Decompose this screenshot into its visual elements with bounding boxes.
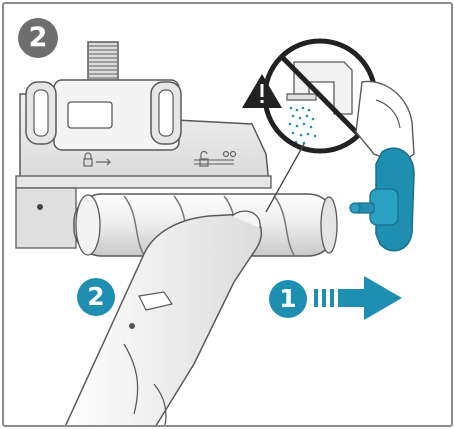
unlock-icon: [199, 150, 237, 167]
left-wheel: [25, 81, 57, 145]
callout-badge-2: 2: [77, 278, 115, 316]
arrow-right-icon: [314, 276, 402, 320]
end-cap-part: [349, 147, 415, 252]
hand-holding-roll: [65, 210, 263, 425]
step-number-badge: 2: [18, 18, 58, 58]
lock-icon: [83, 152, 112, 167]
callout-leader-line: [265, 143, 305, 213]
no-water-prohibition-icon: [262, 38, 378, 154]
right-wheel: [150, 81, 182, 145]
illustration: [15, 38, 415, 425]
warning-icon: [242, 74, 282, 108]
callout-badge-1: 1: [269, 280, 307, 318]
